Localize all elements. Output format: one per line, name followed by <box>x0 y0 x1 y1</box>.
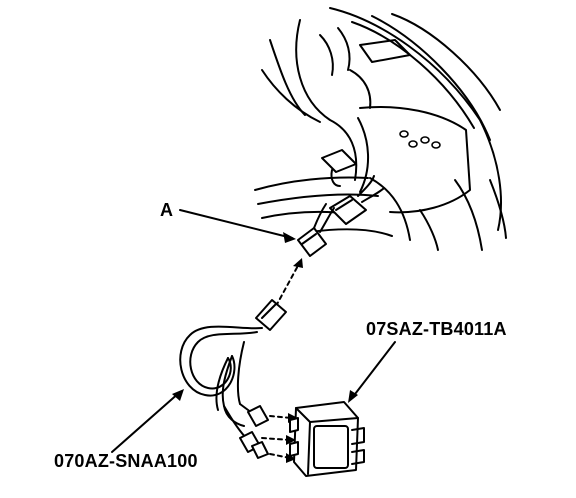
connection-arrows-lower <box>261 413 298 463</box>
leader-arrow-control-box <box>348 341 396 403</box>
vehicle-side-connector <box>329 175 385 225</box>
connector-a <box>297 203 335 257</box>
control-box <box>289 401 365 477</box>
leader-arrow-a <box>179 209 296 243</box>
leader-arrow-harness <box>111 389 184 453</box>
callout-label-a: A <box>160 200 173 220</box>
connection-arrow-upper <box>275 258 303 307</box>
vehicle-body-structure <box>254 7 507 251</box>
panel-holes <box>399 130 441 149</box>
callout-label-control-box-part-number: 07SAZ-TB4011A <box>366 319 507 339</box>
callout-label-harness-part-number: 070AZ-SNAA100 <box>54 451 198 471</box>
wiring-harness <box>179 299 287 459</box>
